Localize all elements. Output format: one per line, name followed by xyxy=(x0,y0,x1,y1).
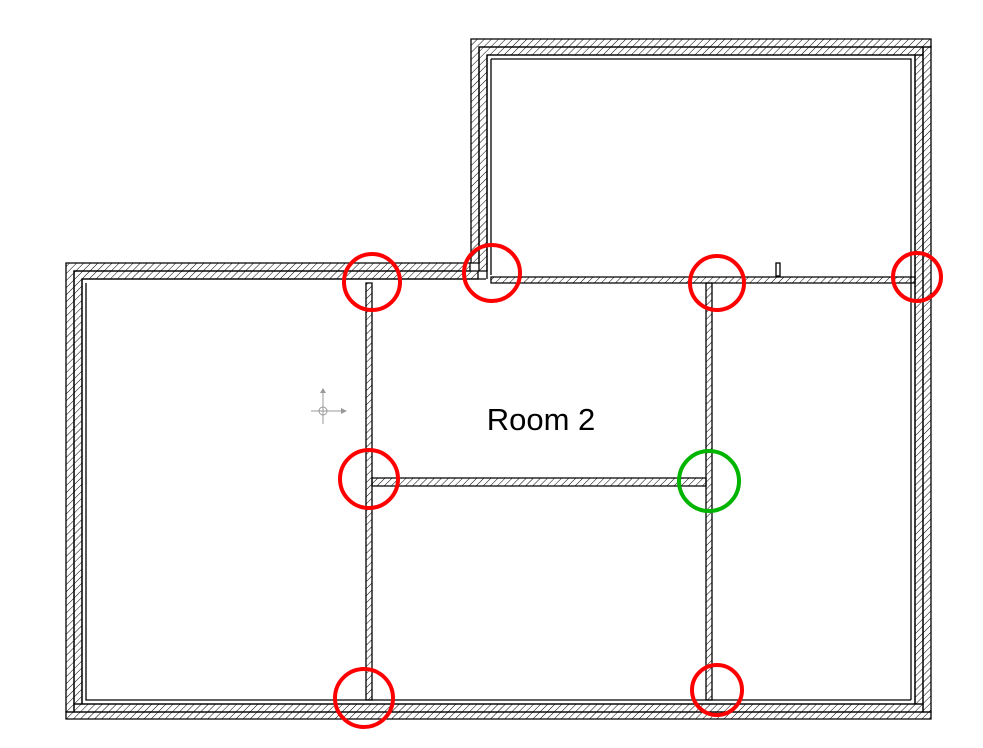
wall-right-outer xyxy=(922,46,932,713)
error-marker xyxy=(338,448,400,510)
walls xyxy=(65,38,932,720)
junction-markers xyxy=(333,243,943,729)
inner-wall-band xyxy=(73,46,924,713)
wall-interior-right xyxy=(705,282,713,701)
outer-wall-band xyxy=(65,38,932,720)
wall-interior-left xyxy=(365,282,373,701)
wall-left-block-core xyxy=(81,278,915,705)
wall-bottom-inner xyxy=(73,703,924,713)
wall-upper-block-core xyxy=(486,54,916,704)
error-marker xyxy=(333,667,395,729)
wall-left-block-inner xyxy=(73,270,479,705)
error-marker xyxy=(891,251,943,303)
wall-bottom-outer xyxy=(65,711,932,720)
wall-mid-horizontal xyxy=(490,276,916,284)
wall-upper-block-outer xyxy=(470,38,932,264)
room-label: Room 2 xyxy=(487,402,596,437)
wall-interior-horizontal xyxy=(371,477,707,487)
wall-upper-block-inner xyxy=(478,46,924,272)
error-marker xyxy=(688,254,746,312)
wall-stub xyxy=(775,262,781,277)
wall-left-block-outer xyxy=(65,262,471,713)
wall-right-inner xyxy=(914,54,924,705)
ok-marker xyxy=(677,449,741,513)
error-marker xyxy=(462,243,522,303)
innermost-wall xyxy=(81,54,916,705)
error-marker xyxy=(690,663,744,717)
origin-crosshair-icon xyxy=(311,388,347,424)
error-marker xyxy=(342,252,402,312)
